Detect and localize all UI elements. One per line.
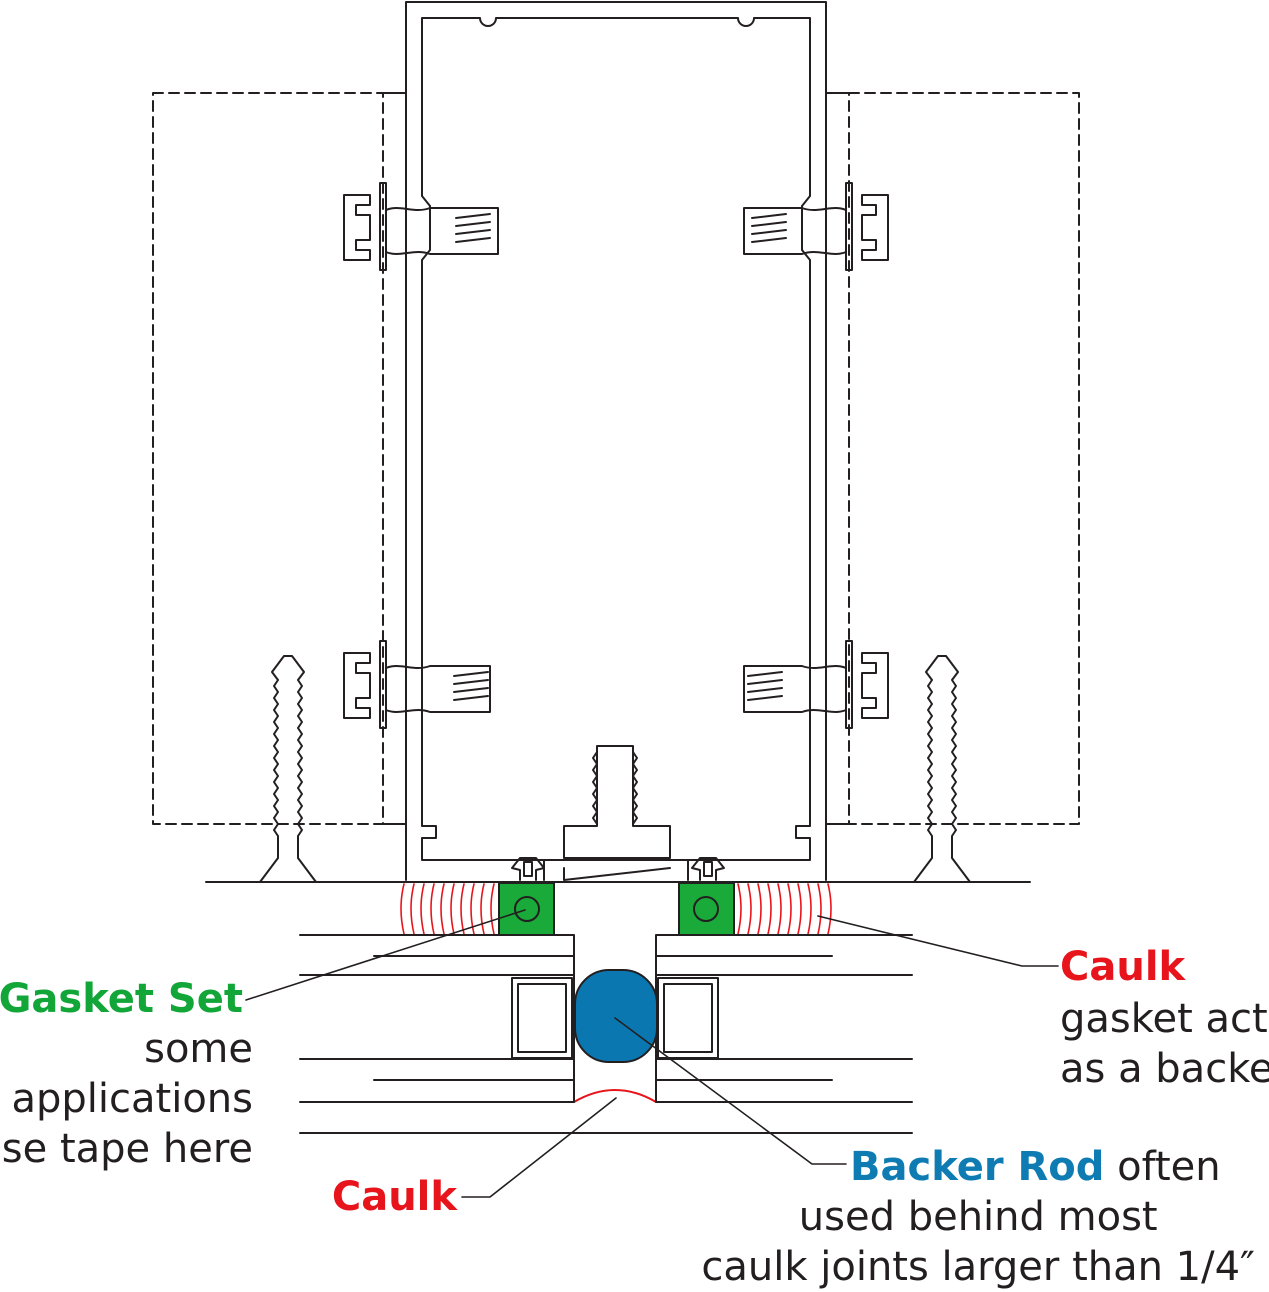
gasket-right (678, 882, 735, 936)
backer-rod-description: used behind most caulk joints larger tha… (701, 1192, 1255, 1292)
center-bolt (563, 745, 671, 859)
caulk-desc-line: gasket acts (1060, 996, 1269, 1042)
gasket-set-description: some applications use tape here (0, 1024, 253, 1174)
gasket-set-leader (245, 909, 526, 1001)
caulk-right-leader (817, 915, 1059, 967)
mullion-profile (382, 1, 850, 881)
backer-rod-label: Backer Rod (850, 1144, 1105, 1190)
gasket-desc-line: applications (11, 1076, 253, 1122)
left-spacer-inner (517, 983, 567, 1053)
right-caulk-bead (737, 883, 832, 935)
caulk-right-label: Caulk (1060, 944, 1186, 990)
dashed-panels (152, 92, 1080, 825)
gasket-left (498, 882, 555, 936)
right-glass-lite (655, 934, 913, 1103)
right-spacer-inner (663, 983, 713, 1053)
right-dashed-panel (848, 92, 1080, 825)
gasket-set-label: Gasket Set (0, 976, 243, 1022)
anchor-clips (343, 182, 889, 729)
caulk-desc-line: as a backer (1060, 1046, 1269, 1092)
caulk-right-description: gasket acts as a backer (1060, 994, 1269, 1094)
backer-desc-line: caulk joints larger than 1/4″ (701, 1244, 1255, 1290)
left-caulk-bead (400, 883, 495, 935)
drywall-anchor-left (259, 655, 317, 883)
caulk-bottom-leader (461, 1097, 617, 1198)
anchor-clip-lower-right (743, 640, 889, 729)
backer-rod-label-line: Backer Rod often (850, 1142, 1221, 1192)
anchor-clip-upper-right (743, 182, 889, 271)
left-glass-lite (299, 934, 913, 1134)
caulk-bottom-label: Caulk (331, 1174, 457, 1220)
backer-desc-line: used behind most (798, 1194, 1158, 1240)
mullion-inner-wall (421, 17, 811, 861)
gasket-desc-line: use tape here (0, 1126, 253, 1172)
backer-rod-leader (614, 1017, 847, 1165)
bolt-thread (592, 751, 638, 825)
gasket-right-bulb (693, 896, 719, 922)
bottom-caulk-bead (573, 1089, 657, 1103)
drywall-anchors (259, 655, 971, 883)
anchor-clip-upper-left (343, 182, 499, 271)
gasket-set (498, 882, 735, 936)
gasket-desc-line: some (144, 1026, 253, 1072)
gasket-clips (511, 857, 725, 881)
backer-rod (574, 969, 658, 1063)
gasket-clip-left (511, 857, 545, 881)
gasket-clip-right (691, 857, 725, 881)
left-dashed-panel (152, 92, 384, 825)
pressure-plate (497, 859, 735, 881)
caulk-beads (400, 883, 832, 1103)
drywall-anchor-right (913, 655, 971, 883)
mullion-outer-wall (405, 1, 827, 881)
left-spacer (511, 977, 573, 1059)
right-spacer (657, 977, 719, 1059)
backer-rod-desc-word: often (1117, 1144, 1221, 1190)
anchor-clip-lower-left (343, 640, 491, 729)
gasket-left-bulb (514, 896, 540, 922)
leader-lines (245, 909, 1059, 1198)
